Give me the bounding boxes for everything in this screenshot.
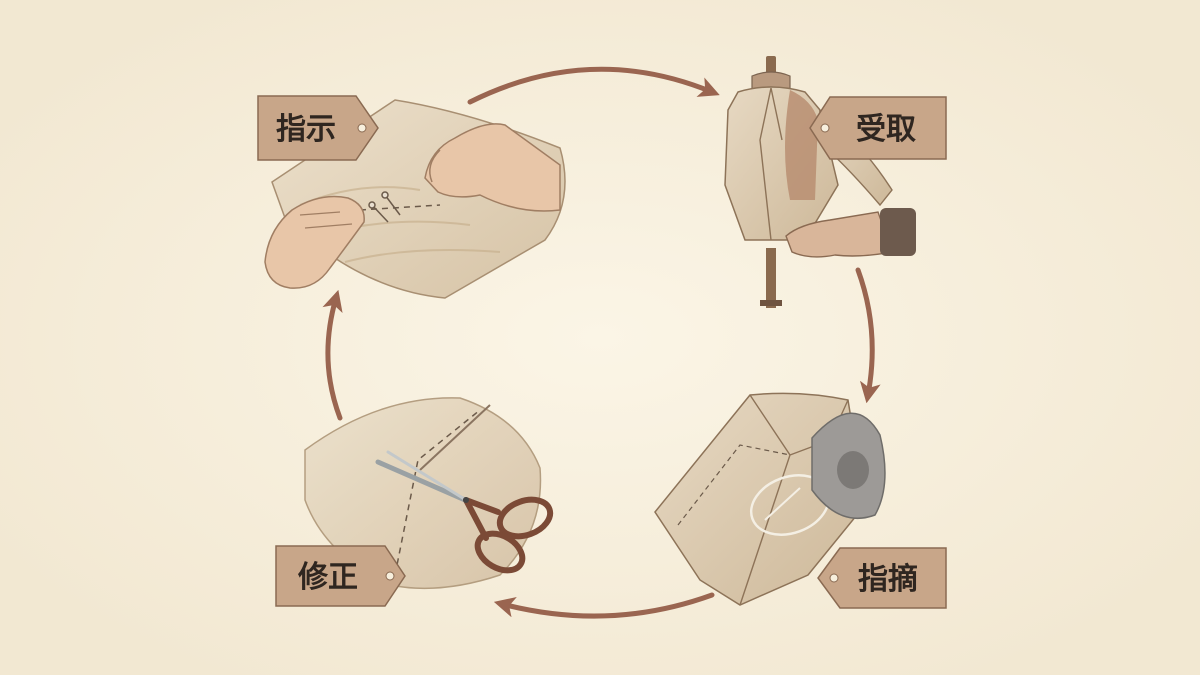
arrow-point-out-to-fix [493,592,715,619]
arrow-instruct-to-receive [467,66,720,105]
arrow-fix-to-instruct [322,289,343,421]
step-label-point-out: 指摘 [858,562,918,597]
cycle-arrows [322,66,881,619]
step-tag-instruct: 指示 [257,95,379,161]
step-label-receive: 受取 [856,112,916,147]
arrow-receive-to-point-out [855,267,881,404]
step-label-instruct: 指示 [276,112,336,147]
step-tag-point-out: 指摘 [817,547,947,609]
scissors-fabric-icon [304,397,554,590]
step-tag-fix: 修正 [275,545,406,607]
step-tag-receive: 受取 [809,96,947,160]
step-label-fix: 修正 [297,560,358,595]
chalk-marked-jacket-icon [654,392,886,606]
